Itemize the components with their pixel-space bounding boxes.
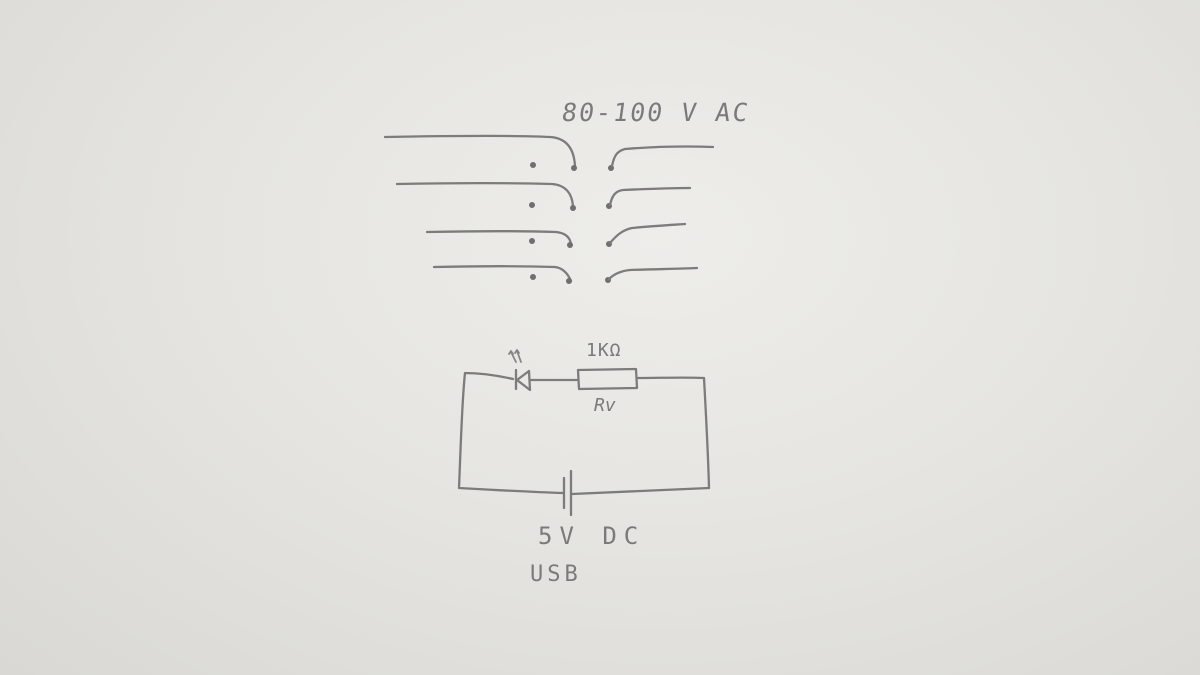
led-icon (508, 349, 532, 392)
resistor-name-label: Rv (594, 395, 616, 416)
spst-switch-icon (432, 265, 699, 284)
switch-bank (383, 134, 715, 284)
source-voltage-label: 5V DC (538, 522, 646, 550)
wire-left (457, 371, 515, 490)
supply-voltage-label: 80-100 V AC (559, 98, 752, 127)
spst-switch-icon (383, 134, 715, 171)
dc-source-icon (562, 469, 573, 517)
resistor-icon (576, 367, 639, 391)
wire-bottom-right (570, 486, 711, 496)
wire-right (702, 376, 711, 490)
wire-bottom-left (457, 486, 565, 495)
resistor-value-label: 1KΩ (586, 340, 622, 361)
spst-switch-icon (395, 182, 692, 211)
led-circuit (457, 349, 711, 517)
spst-switch-icon (425, 222, 687, 248)
source-name-label: USB (530, 562, 582, 587)
